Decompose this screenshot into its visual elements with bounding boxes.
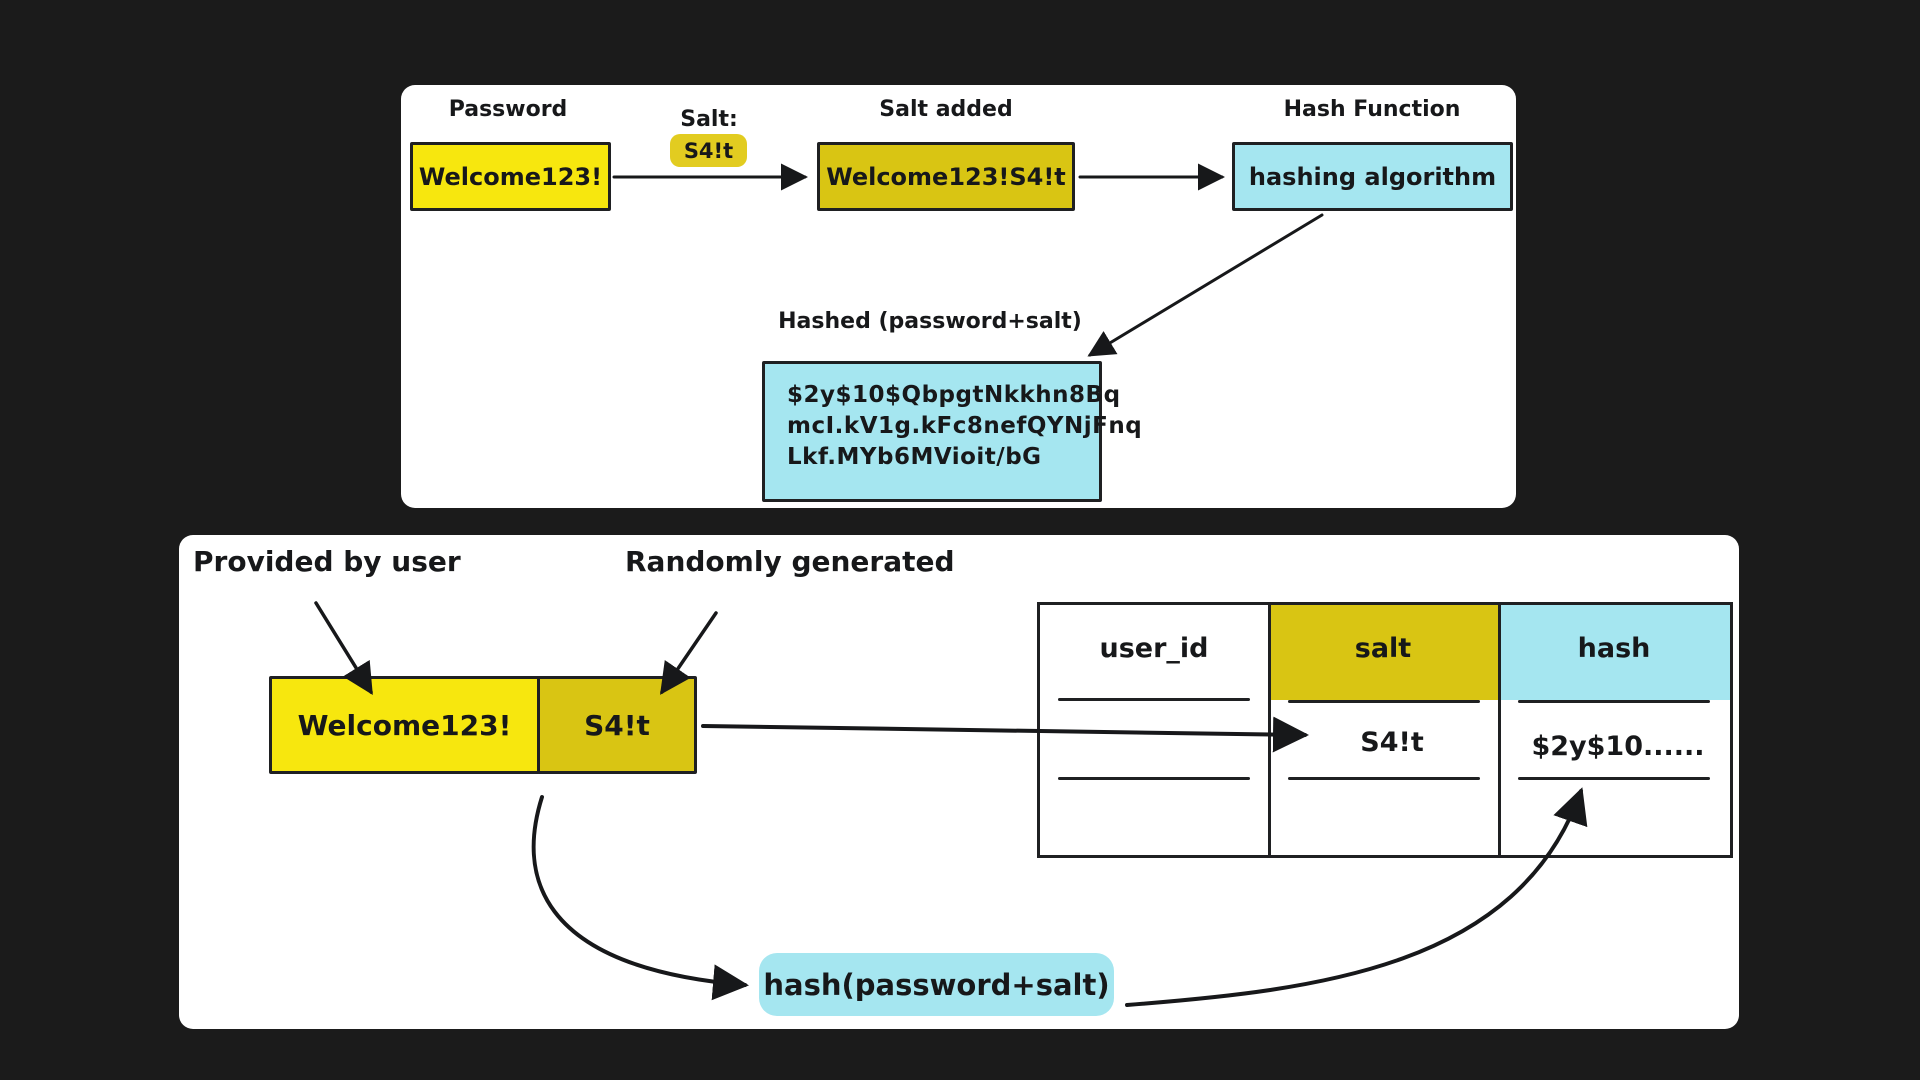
provided-by-user-label: Provided by user xyxy=(193,545,461,578)
password-label: Password xyxy=(448,97,568,122)
rule-userid-1 xyxy=(1058,698,1250,701)
salt-added-label: Salt added xyxy=(879,97,1013,122)
column-header-hash: hash xyxy=(1577,633,1651,664)
credentials-table: user_id salt hash S4!t $2y$10...... xyxy=(1037,602,1733,858)
rule-hash-2 xyxy=(1518,777,1710,780)
rule-salt-2 xyxy=(1288,777,1480,780)
password-box: Welcome123! xyxy=(410,142,611,211)
salted-password-value: Welcome123!S4!t xyxy=(826,162,1066,191)
randomly-generated-label: Randomly generated xyxy=(625,545,955,578)
hash-line-3: Lkf.MYb6MVioit/bG xyxy=(787,444,1042,470)
rule-userid-2 xyxy=(1058,777,1250,780)
rule-salt-1 xyxy=(1288,700,1480,703)
salt-highlight: S4!t xyxy=(670,134,747,167)
hash-function-label: Hash Function xyxy=(1283,97,1461,122)
storage-panel: Provided by user Randomly generated Welc… xyxy=(179,535,1739,1029)
hash-column-header-bg xyxy=(1500,605,1730,700)
generated-salt-value: S4!t xyxy=(584,708,650,742)
hash-formula-pill: hash(password+salt) xyxy=(759,953,1114,1016)
arrow-saltbox-to-formula xyxy=(531,795,749,1001)
column-header-salt: salt xyxy=(1354,633,1412,664)
hash-formula-text: hash(password+salt) xyxy=(763,967,1110,1002)
hashing-algorithm-box: hashing algorithm xyxy=(1232,142,1513,211)
table-cell-hash: $2y$10...... xyxy=(1531,731,1705,762)
salting-flow-panel: Password Welcome123! Salt: S4!t Salt add… xyxy=(401,85,1516,508)
generated-salt-box: S4!t xyxy=(537,676,697,774)
hashed-output-label: Hashed (password+salt) xyxy=(778,309,1082,334)
column-header-user-id: user_id xyxy=(1099,633,1209,664)
salt-label: Salt: xyxy=(680,107,738,132)
password-value: Welcome123! xyxy=(418,162,603,191)
arrow-hashfn-to-hashed xyxy=(1087,213,1324,357)
hash-line-1: $2y$10$QbpgtNkkhn8Bq xyxy=(787,382,1121,408)
user-password-value: Welcome123! xyxy=(297,708,512,742)
table-divider-2 xyxy=(1498,605,1501,855)
salt-value: S4!t xyxy=(683,138,734,163)
table-cell-salt: S4!t xyxy=(1360,727,1424,758)
user-password-box: Welcome123! xyxy=(269,676,540,774)
hashed-output-box: $2y$10$QbpgtNkkhn8Bq mcI.kV1g.kFc8nefQYN… xyxy=(762,361,1142,502)
salt-column-header-bg xyxy=(1270,605,1500,700)
hashing-algorithm-value: hashing algorithm xyxy=(1248,162,1497,191)
hash-line-2: mcI.kV1g.kFc8nefQYNjFnq xyxy=(787,413,1143,439)
salted-password-box: Welcome123!S4!t xyxy=(817,142,1075,211)
rule-hash-1 xyxy=(1518,700,1710,703)
